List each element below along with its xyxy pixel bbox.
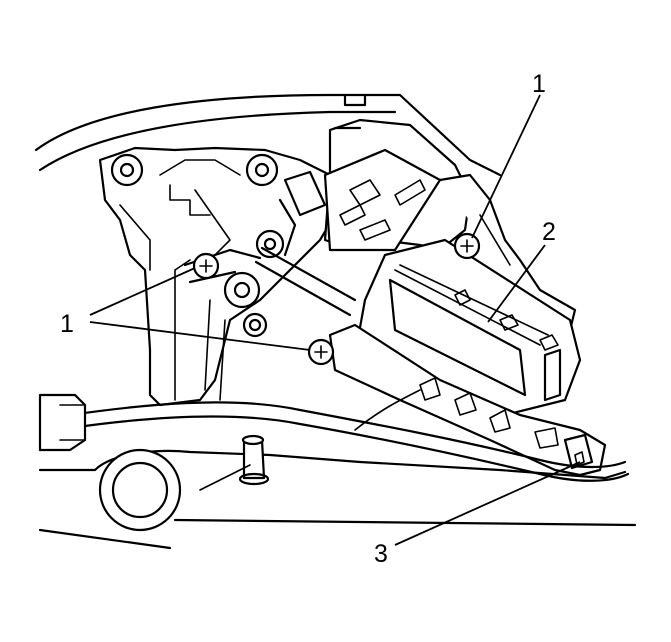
mounting-hole-right (245, 153, 279, 187)
screw-left-upper (192, 252, 220, 280)
screw-left-lower (307, 338, 335, 366)
actuator-bracket (323, 93, 472, 252)
callout-label-3: 3 (374, 540, 388, 568)
wiring-clip-left (38, 393, 87, 452)
lower-post (199, 434, 270, 491)
mounting-hole-left (110, 153, 144, 187)
lower-round-hole (98, 448, 182, 532)
pivot-small (242, 312, 268, 338)
callout-label-1-top: 1 (532, 70, 546, 98)
pivot-lower (223, 271, 261, 309)
pivot-upper (255, 229, 285, 259)
leader-lines (89, 94, 581, 546)
callout-label-2: 2 (542, 218, 556, 246)
callout-label-1-left: 1 (60, 310, 74, 338)
screw-top-right (453, 232, 481, 260)
